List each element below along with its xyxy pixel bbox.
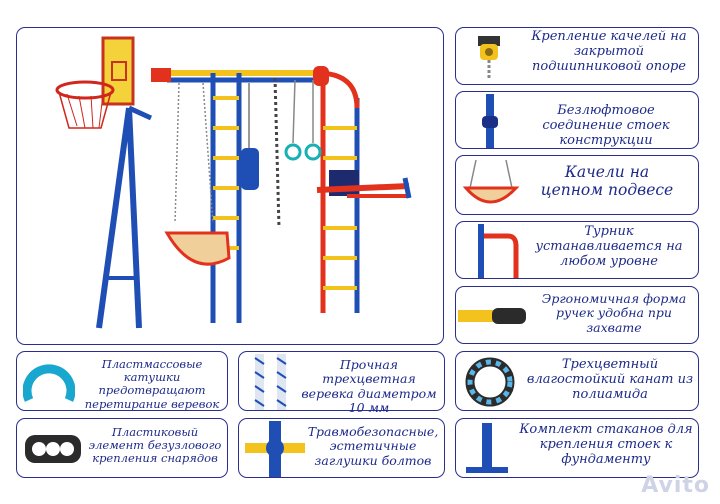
- knotless-fastener-icon: [23, 431, 83, 467]
- plastic-spool-icon: [22, 360, 76, 404]
- feature-caps: Травмобезопасные, эстетичные заглушки бо…: [238, 418, 445, 478]
- feature-cups: Комплект стаканов для крепления стоек к …: [455, 418, 699, 478]
- feature-canat-caption: Трехцветный влагостойкий канат из полиам…: [526, 357, 694, 402]
- avito-watermark: Avito: [641, 473, 710, 498]
- feature-turnik-caption: Турник устанавливается на любом уровне: [535, 224, 683, 269]
- playground-illustration: [55, 36, 412, 329]
- feature-cups-caption: Комплект стаканов для крепления стоек к …: [519, 422, 693, 467]
- feature-bearing-caption: Крепление качелей на закрытой подшипнико…: [531, 29, 687, 74]
- feature-joint-caption: Безлюфтовое соединение стоек конструкции: [542, 103, 670, 148]
- feature-knot: Пластиковый элемент безузлового креплени…: [16, 418, 228, 478]
- feature-rope-caption: Прочная трехцветная веревка диаметром 10…: [301, 357, 437, 416]
- feature-spools: Пластмассовые катушки предотвращают пере…: [16, 351, 228, 411]
- feature-spools-caption: Пластмассовые катушки предотвращают пере…: [84, 357, 220, 411]
- foundation-cup-icon: [462, 421, 512, 477]
- feature-caps-caption: Травмобезопасные, эстетичные заглушки бо…: [307, 424, 439, 468]
- main-product-panel: [16, 27, 444, 345]
- feature-swing: Качели на цепном подвесе: [455, 155, 699, 215]
- feature-knot-caption: Пластиковый элемент безузлового креплени…: [88, 425, 222, 466]
- feature-handle-caption: Эргономичная форма ручек удобна при захв…: [541, 291, 687, 335]
- feature-handle: Эргономичная форма ручек удобна при захв…: [455, 286, 699, 344]
- feature-swing-caption: Качели на цепном подвесе: [540, 163, 674, 199]
- feature-bearing: Крепление качелей на закрытой подшипнико…: [455, 27, 699, 85]
- feature-canat: Трехцветный влагостойкий канат из полиам…: [455, 351, 699, 411]
- feature-joint: Безлюфтовое соединение стоек конструкции: [455, 91, 699, 149]
- feature-turnik: Турник устанавливается на любом уровне: [455, 221, 699, 279]
- grip-handle-icon: [458, 301, 532, 331]
- braided-rope-icon: [249, 354, 293, 410]
- swing-seat-icon: [460, 158, 522, 214]
- pole-joint-icon: [464, 94, 514, 148]
- bolt-cap-icon: [245, 421, 305, 477]
- feature-rope: Прочная трехцветная веревка диаметром 10…: [238, 351, 445, 415]
- coiled-rope-icon: [464, 356, 516, 408]
- bearing-mount-icon: [464, 32, 514, 82]
- pullup-bar-icon: [464, 224, 520, 278]
